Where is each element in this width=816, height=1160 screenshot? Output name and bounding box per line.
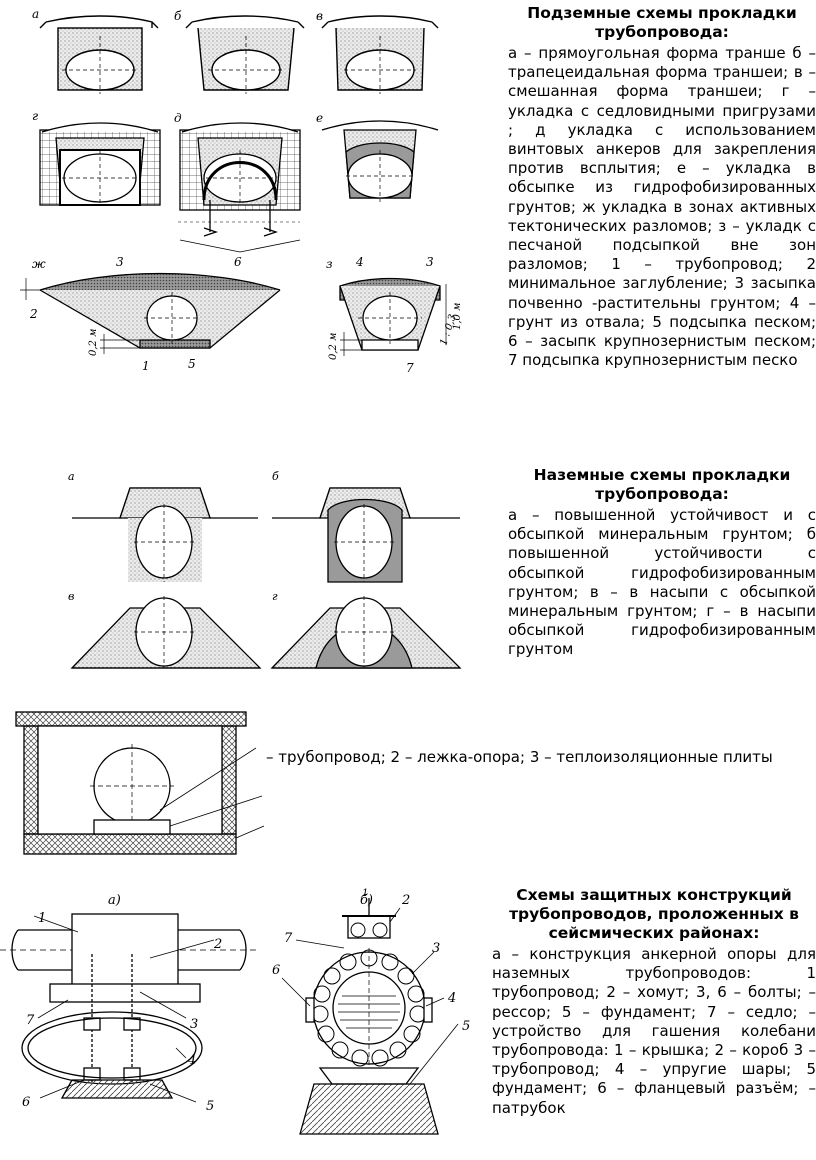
sb-callout-3: 3 xyxy=(432,941,440,956)
label-z: з xyxy=(326,257,333,271)
section4-title: Схемы защитных конструкций трубопроводов… xyxy=(509,886,799,942)
dim-02m-z: 0,2 м xyxy=(328,333,339,360)
section1-description: а – прямоугольная форма транше б – трапе… xyxy=(508,44,816,370)
scheme-a-rectangular-trench xyxy=(39,15,159,94)
sb-callout-7: 7 xyxy=(284,931,293,946)
label-v: в xyxy=(316,9,323,23)
ag-label-v: в xyxy=(68,590,74,603)
underground-schemes-figure: а б в г д е ж з 3 6 2 1 5 4 3 7 0,2 м 0,… xyxy=(20,7,463,375)
scheme-z-sand-bedding xyxy=(339,277,447,356)
ag-label-g: г xyxy=(272,590,278,603)
sb-callout-6: 6 xyxy=(272,963,280,978)
vibration-damper-b xyxy=(281,898,459,1135)
label-d: д xyxy=(174,111,182,125)
sb-callout-2: 2 xyxy=(401,893,410,908)
callout-6: 6 xyxy=(234,255,242,269)
label-b: б xyxy=(174,9,182,23)
section2-title: Наземные схемы прокладки трубопровода: xyxy=(533,466,791,503)
callout-3: 3 xyxy=(116,255,124,269)
seismic-fig-b-label: б) xyxy=(360,893,373,908)
section4-text-block: Схемы защитных конструкций трубопроводов… xyxy=(492,886,816,1118)
scheme-e-hydrophobic-backfill xyxy=(321,120,439,202)
channel-pipe-figure xyxy=(15,711,265,855)
label-e: е xyxy=(316,111,323,125)
sa-callout-1: 1 xyxy=(38,911,46,926)
aboveground-schemes-figure: а б в г xyxy=(68,470,462,669)
label-a: а xyxy=(32,7,39,21)
sa-callout-6: 6 xyxy=(22,1095,30,1110)
callout-7: 7 xyxy=(406,361,414,375)
label-zh: ж xyxy=(32,257,46,271)
scheme-v-mixed-trench xyxy=(321,15,439,94)
section1-title: Подземные схемы прокладки трубопровода: xyxy=(527,4,797,41)
sa-callout-7: 7 xyxy=(26,1013,35,1028)
ag-label-a: а xyxy=(68,470,75,483)
scheme-zh-tectonic-fault xyxy=(20,272,281,354)
anchor-support-a xyxy=(0,913,260,1103)
callout-3b: 3 xyxy=(426,255,434,269)
sa-callout-2: 2 xyxy=(213,937,222,952)
scheme-d-screw-anchors xyxy=(178,122,301,253)
scheme-g-saddle-weights xyxy=(39,122,161,206)
section2-description: а – повышенной устойчивост и с обсыпкой … xyxy=(508,506,816,659)
ag-label-b: б xyxy=(272,470,279,483)
seismic-fig-a-label: а) xyxy=(108,893,121,908)
sa-callout-4: 4 xyxy=(187,1053,196,1068)
dim-02m-zh: 0,2 м xyxy=(88,329,99,356)
aboveground-v xyxy=(70,596,262,669)
aboveground-g xyxy=(270,596,462,669)
aboveground-b xyxy=(272,487,460,583)
section1-text-block: Подземные схемы прокладки трубопровода: … xyxy=(508,4,816,370)
callout-1: 1 xyxy=(142,359,150,373)
section3-legend: – трубопровод; 2 – лежка-опора; 3 – тепл… xyxy=(266,748,773,766)
sb-callout-4: 4 xyxy=(447,991,456,1006)
sb-callout-1: 1 xyxy=(362,888,368,899)
sa-callout-3: 3 xyxy=(190,1017,198,1032)
sa-callout-5: 5 xyxy=(206,1099,214,1114)
callout-5: 5 xyxy=(188,357,196,371)
dim-1m: 1,0 м xyxy=(452,303,463,330)
seismic-protection-figure: а) б) 1 2 3 4 7 6 5 7 2 3 4 5 6 1 xyxy=(0,888,470,1135)
aboveground-a xyxy=(72,487,258,582)
section4-description: а – конструкция анкерной опоры для назем… xyxy=(492,945,816,1117)
scheme-b-trapezoidal-trench xyxy=(185,15,305,94)
sb-callout-5: 5 xyxy=(462,1019,470,1034)
label-g: г xyxy=(32,109,38,123)
section2-text-block: Наземные схемы прокладки трубопровода: а… xyxy=(508,466,816,660)
callout-4: 4 xyxy=(355,255,364,269)
callout-2: 2 xyxy=(29,307,38,321)
